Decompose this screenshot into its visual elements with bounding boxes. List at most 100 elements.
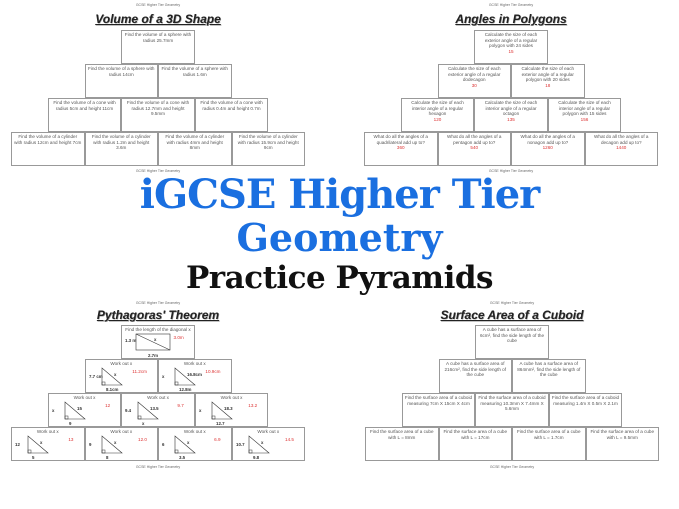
sheet-footer: GCSE Higher Tier Geometry — [135, 169, 181, 173]
overlay-title-line1: iGCSE Higher Tier — [139, 171, 540, 218]
side-label-left: 10.7 — [236, 442, 245, 447]
side-label-bottom: 9.8 — [253, 455, 260, 460]
pyramid-box: Work out x x 18.3 12.7 13.2 — [194, 393, 269, 427]
side-label-bottom: 12.7 — [216, 421, 225, 426]
question-text: Work out x — [257, 429, 280, 434]
answer-text: 135 — [507, 116, 515, 122]
pyramid-box: Calculate the size of each interior angl… — [400, 98, 475, 132]
sheet-header: GCSE Higher Tier Geometry — [489, 301, 535, 305]
question-text: A cube has a surface area of 6cm², find … — [479, 327, 545, 344]
side-label-hypotenuse: x — [261, 440, 264, 445]
pyramid-box: Find the surface area of a cuboid measur… — [548, 393, 623, 427]
side-label-bottom: 3.5 — [179, 455, 186, 460]
question-text: Find the volume of a sphere with radius … — [124, 32, 192, 43]
pyramid-box: Find the volume of a cone with radius 5c… — [47, 98, 122, 132]
pyramid-box: Find the surface area of a cube with L =… — [438, 427, 512, 461]
pyramid-box: What do all the angles of a nonagon add … — [511, 132, 585, 166]
answer-text: 360 — [396, 145, 405, 151]
question-text: Find the volume of a sphere with radius … — [161, 66, 228, 77]
question-text: Find the surface area of a cube with L =… — [590, 429, 655, 440]
pyramid-box: Calculate the size of each interior angl… — [547, 98, 622, 132]
side-label-left: 9.4 — [125, 408, 132, 413]
pyramid-box: A cube has a surface area of 6cm², find … — [475, 325, 549, 359]
side-label-left: x — [52, 408, 55, 413]
question-text: Find the surface area of a cuboid measur… — [478, 395, 546, 412]
side-label-left: x — [162, 374, 165, 379]
pyramid-box: Find the volume of a sphere with radius … — [84, 64, 158, 98]
question-text: Work out x — [220, 395, 243, 400]
side-label-bottom: 8.1cm — [106, 387, 119, 392]
pyramid-box: Find the length of the diagonal x 1.3 m x 2… — [121, 325, 195, 359]
pyramid-box: Calculate the size of each exterior angl… — [437, 64, 511, 98]
answer-text: 120 — [433, 116, 442, 122]
answer-text: 12 — [105, 403, 111, 408]
sheet-header: GCSE Higher Tier Geometry — [135, 301, 181, 305]
question-text: Find the length of the diagonal x — [125, 327, 191, 332]
question-text: What do all the angles of a pentagon add… — [447, 134, 502, 145]
pyramid-box: Find the volume of a cone with radius 0.… — [194, 98, 269, 132]
right-triangle-diagram: 10.7 x 9.8 — [236, 435, 270, 460]
side-label-hypotenuse: 18.3 — [224, 406, 233, 411]
sheet-header: GCSE Higher Tier Geometry — [488, 3, 534, 7]
answer-text: 13.2 — [248, 403, 258, 408]
sheet-title: Volume of a 3D Shape — [95, 12, 221, 26]
side-label-left: 1.3 m — [125, 338, 136, 343]
sheet-footer: GCSE Higher Tier Geometry — [488, 169, 534, 173]
answer-text: 3.0m — [173, 335, 184, 340]
question-text: Calculate the size of each exterior angl… — [447, 66, 501, 83]
pyramid-box: Find the surface area of a cuboid measur… — [475, 393, 549, 427]
question-text: Calculate the size of each interior angl… — [484, 100, 538, 117]
side-label-bottom: 2.7m — [148, 353, 158, 358]
pyramid-box: Calculate the size of each exterior angl… — [474, 30, 548, 64]
question-text: Find the volume of a cylinder with radiu… — [237, 134, 299, 151]
answer-text: 156 — [580, 116, 589, 122]
question-text: Work out x — [73, 395, 96, 400]
question-text: What do all the angles of a quadrilatera… — [373, 134, 428, 145]
pyramid-box: What do all the angles of a quadrilatera… — [364, 132, 438, 166]
question-text: Calculate the size of each interior angl… — [558, 100, 611, 117]
question-text: Find the volume of a cone with radius 5c… — [53, 100, 116, 111]
answer-text: 14.5 — [285, 437, 294, 442]
sheet-title: Angles in Polygons — [455, 12, 567, 26]
pyramid-box: Find the surface area of a cuboid measur… — [401, 393, 476, 427]
pyramid-box: A cube has a surface area of 864mm², fin… — [512, 359, 586, 393]
side-label-left: 9 — [89, 442, 92, 447]
sheet-footer: GCSE Higher Tier Geometry — [489, 465, 535, 469]
side-label-left: 6 — [162, 442, 165, 447]
pyramid-box: Find the volume of a cylinder with radiu… — [84, 132, 158, 166]
question-text: Calculate the size of each exterior angl… — [521, 66, 575, 83]
pyramid-box: Find the surface area of a cube with L =… — [585, 427, 659, 461]
answer-text: 1440 — [616, 145, 627, 151]
question-text: Find the volume of a cone with radius 0.… — [200, 100, 263, 111]
answer-text: 11.2cm — [132, 369, 147, 374]
pyramid-box: What do all the angles of a pentagon add… — [437, 132, 511, 166]
side-label-bottom: 12.8m — [179, 387, 192, 392]
sheet-title: Pythagoras' Theorem — [96, 308, 220, 322]
answer-text: 15 — [508, 48, 514, 54]
pyramid-box: Find the volume of a sphere with radius … — [121, 30, 195, 64]
question-text: What do all the angles of a nonagon add … — [520, 134, 575, 145]
diagonal-label: x — [154, 337, 157, 342]
sheet-header: GCSE Higher Tier Geometry — [135, 3, 181, 7]
question-text: Work out x — [183, 361, 206, 366]
pyramid-box: Calculate the size of each interior angl… — [474, 98, 548, 132]
question-text: Work out x — [147, 395, 169, 400]
pyramid-box: Find the volume of a cylinder with radiu… — [11, 132, 85, 166]
answer-text: 6.9 — [214, 437, 221, 442]
question-text: Work out x — [110, 429, 133, 434]
side-label-bottom: 5 — [32, 455, 35, 460]
question-text: Calculate the size of each exterior angl… — [484, 32, 538, 49]
side-label-left: 12 — [15, 442, 20, 447]
right-triangle-diagram: x 18.3 12.7 — [199, 401, 233, 426]
question-text: Find the surface area of a cuboid measur… — [404, 395, 473, 406]
answer-text: 9.7 — [177, 403, 184, 408]
side-label-left: x — [199, 408, 202, 413]
